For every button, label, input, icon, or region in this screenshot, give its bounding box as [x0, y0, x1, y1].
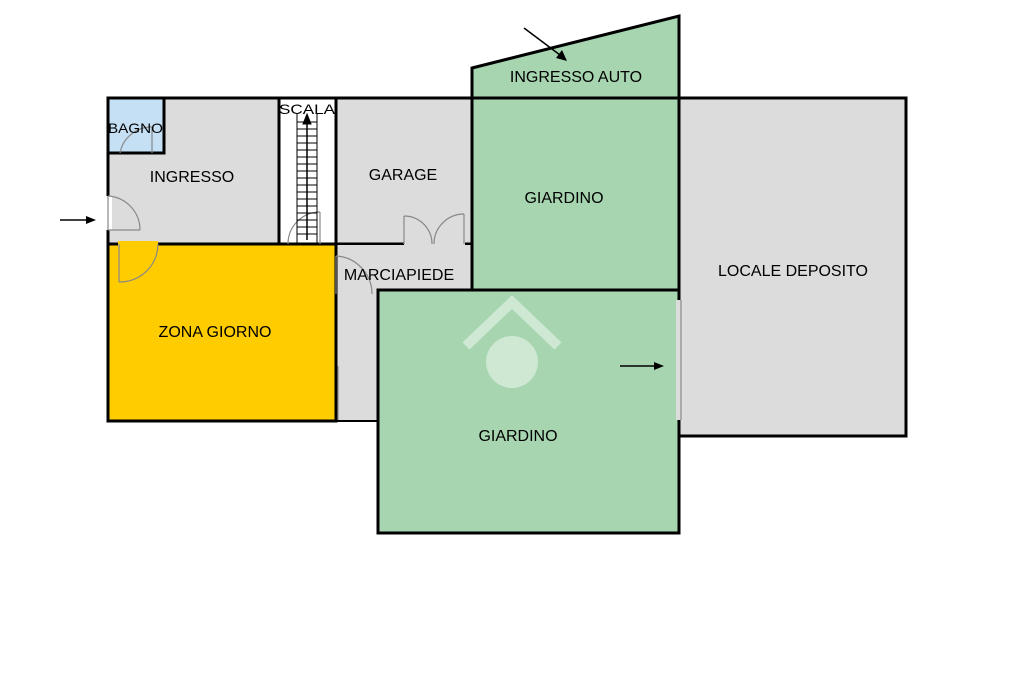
label-zona-giorno: ZONA GIORNO — [159, 324, 272, 341]
door-marciapiede — [335, 255, 373, 295]
arrow-ingresso-auto — [523, 27, 567, 61]
label-garage: GARAGE — [369, 167, 437, 184]
room-giardino-lower — [376, 288, 681, 535]
room-bagno — [106, 96, 166, 155]
room-zona-giorno — [106, 242, 338, 423]
label-giardino-lower: GIARDINO — [478, 428, 557, 445]
label-giardino-upper: GIARDINO — [524, 190, 603, 207]
label-ingresso-auto: INGRESSO AUTO — [510, 69, 642, 86]
door-zona-giorno — [118, 241, 159, 283]
arrow-deposito — [620, 362, 664, 370]
label-bagno: BAGNO — [108, 120, 163, 136]
arrow-entrance — [60, 216, 96, 224]
stairs — [296, 112, 318, 244]
door-bagno — [119, 126, 153, 154]
label-marciapiede: MARCIAPIEDE — [344, 267, 454, 284]
room-locale-deposito — [677, 96, 908, 438]
room-giardino-upper — [470, 96, 681, 292]
door-deposito — [676, 300, 682, 420]
door-entrance — [104, 195, 141, 231]
watermark-logo-icon — [462, 295, 562, 388]
label-scala: SCALA — [279, 101, 336, 117]
label-locale-deposito: LOCALE DEPOSITO — [718, 263, 868, 280]
door-garage — [403, 213, 465, 247]
label-ingresso: INGRESSO — [150, 169, 234, 186]
